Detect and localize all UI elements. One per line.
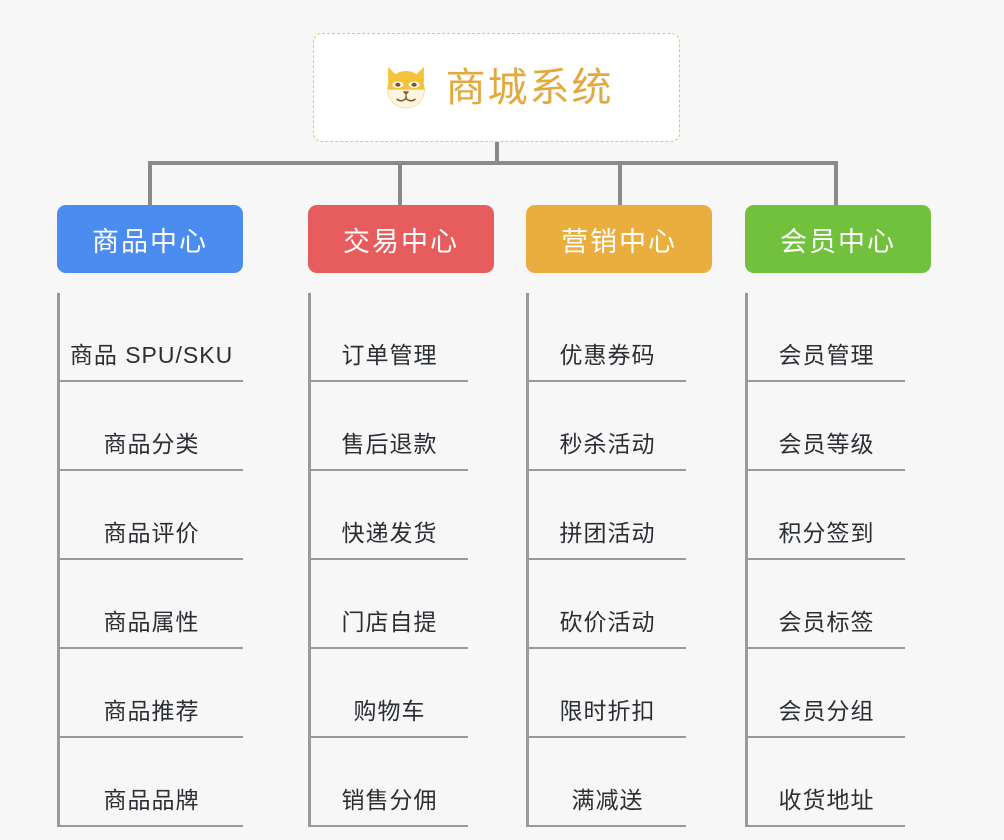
category-column-营销中心: 营销中心 优惠券码 秒杀活动 拼团活动 砍价活动 限时折扣 满减送 bbox=[526, 205, 712, 827]
leaf-label: 会员管理 bbox=[778, 342, 875, 368]
leaf-label: 商品属性 bbox=[103, 609, 200, 635]
category-column-交易中心: 交易中心 订单管理 售后退款 快递发货 门店自提 购物车 销售分佣 bbox=[308, 205, 494, 827]
leaf-item[interactable]: 满减送 bbox=[529, 738, 686, 827]
connector-horizontal-bus bbox=[148, 161, 838, 165]
leaf-item[interactable]: 收货地址 bbox=[748, 738, 905, 827]
leaf-label: 快递发货 bbox=[341, 520, 438, 546]
category-column-商品中心: 商品中心 商品 SPU/SKU 商品分类 商品评价 商品属性 商品推荐 商品品牌 bbox=[57, 205, 243, 827]
category-header-label: 营销中心 bbox=[561, 226, 677, 257]
leaf-item[interactable]: 商品 SPU/SKU bbox=[60, 293, 243, 382]
leaf-label: 满减送 bbox=[571, 787, 644, 813]
leaf-item[interactable]: 商品推荐 bbox=[60, 649, 243, 738]
category-header-4[interactable]: 会员中心 bbox=[745, 205, 931, 273]
leaf-list-2: 订单管理 售后退款 快递发货 门店自提 购物车 销售分佣 bbox=[308, 293, 468, 827]
leaf-item[interactable]: 商品属性 bbox=[60, 560, 243, 649]
leaf-item[interactable]: 商品评价 bbox=[60, 471, 243, 560]
leaf-list-4: 会员管理 会员等级 积分签到 会员标签 会员分组 收货地址 bbox=[745, 293, 905, 827]
leaf-item[interactable]: 销售分佣 bbox=[311, 738, 468, 827]
leaf-item[interactable]: 限时折扣 bbox=[529, 649, 686, 738]
leaf-item[interactable]: 售后退款 bbox=[311, 382, 468, 471]
category-header-2[interactable]: 交易中心 bbox=[308, 205, 494, 273]
leaf-label: 会员等级 bbox=[778, 431, 875, 457]
leaf-label: 商品 SPU/SKU bbox=[69, 342, 234, 368]
leaf-label: 积分签到 bbox=[778, 520, 875, 546]
connector-drop-2 bbox=[398, 161, 402, 205]
leaf-label: 商品推荐 bbox=[103, 698, 200, 724]
shiba-dog-icon bbox=[386, 66, 425, 108]
root-node[interactable]: 商城系统 bbox=[313, 33, 680, 142]
leaf-item[interactable]: 快递发货 bbox=[311, 471, 468, 560]
leaf-label: 收货地址 bbox=[778, 787, 875, 813]
category-header-3[interactable]: 营销中心 bbox=[526, 205, 712, 273]
leaf-label: 商品分类 bbox=[103, 431, 200, 457]
leaf-label: 会员标签 bbox=[778, 609, 875, 635]
leaf-label: 秒杀活动 bbox=[559, 431, 656, 457]
leaf-item[interactable]: 砍价活动 bbox=[529, 560, 686, 649]
leaf-item[interactable]: 优惠券码 bbox=[529, 293, 686, 382]
category-column-会员中心: 会员中心 会员管理 会员等级 积分签到 会员标签 会员分组 收货地址 bbox=[745, 205, 931, 827]
leaf-label: 商品品牌 bbox=[103, 787, 200, 813]
connector-drop-1 bbox=[148, 161, 152, 205]
leaf-item[interactable]: 积分签到 bbox=[748, 471, 905, 560]
leaf-label: 砍价活动 bbox=[559, 609, 656, 635]
leaf-label: 商品评价 bbox=[103, 520, 200, 546]
connector-root-stem bbox=[495, 142, 499, 163]
leaf-item[interactable]: 商品品牌 bbox=[60, 738, 243, 827]
leaf-item[interactable]: 订单管理 bbox=[311, 293, 468, 382]
leaf-list-3: 优惠券码 秒杀活动 拼团活动 砍价活动 限时折扣 满减送 bbox=[526, 293, 686, 827]
leaf-item[interactable]: 会员标签 bbox=[748, 560, 905, 649]
leaf-label: 会员分组 bbox=[778, 698, 875, 724]
category-header-label: 交易中心 bbox=[343, 226, 459, 257]
root-title: 商城系统 bbox=[445, 65, 614, 110]
category-header-label: 会员中心 bbox=[780, 226, 896, 257]
leaf-item[interactable]: 秒杀活动 bbox=[529, 382, 686, 471]
leaf-item[interactable]: 购物车 bbox=[311, 649, 468, 738]
leaf-label: 优惠券码 bbox=[559, 342, 656, 368]
category-header-1[interactable]: 商品中心 bbox=[57, 205, 243, 273]
leaf-list-1: 商品 SPU/SKU 商品分类 商品评价 商品属性 商品推荐 商品品牌 bbox=[57, 293, 243, 827]
leaf-item[interactable]: 会员等级 bbox=[748, 382, 905, 471]
leaf-label: 售后退款 bbox=[341, 431, 438, 457]
leaf-label: 限时折扣 bbox=[559, 698, 656, 724]
leaf-item[interactable]: 门店自提 bbox=[311, 560, 468, 649]
category-header-label: 商品中心 bbox=[92, 226, 208, 257]
connector-drop-3 bbox=[618, 161, 622, 205]
leaf-label: 门店自提 bbox=[341, 609, 438, 635]
connector-drop-4 bbox=[834, 161, 838, 205]
leaf-item[interactable]: 会员管理 bbox=[748, 293, 905, 382]
leaf-label: 拼团活动 bbox=[559, 520, 656, 546]
leaf-item[interactable]: 拼团活动 bbox=[529, 471, 686, 560]
leaf-label: 销售分佣 bbox=[341, 787, 438, 813]
leaf-item[interactable]: 商品分类 bbox=[60, 382, 243, 471]
leaf-item[interactable]: 会员分组 bbox=[748, 649, 905, 738]
leaf-label: 订单管理 bbox=[341, 342, 438, 368]
leaf-label: 购物车 bbox=[353, 698, 426, 724]
